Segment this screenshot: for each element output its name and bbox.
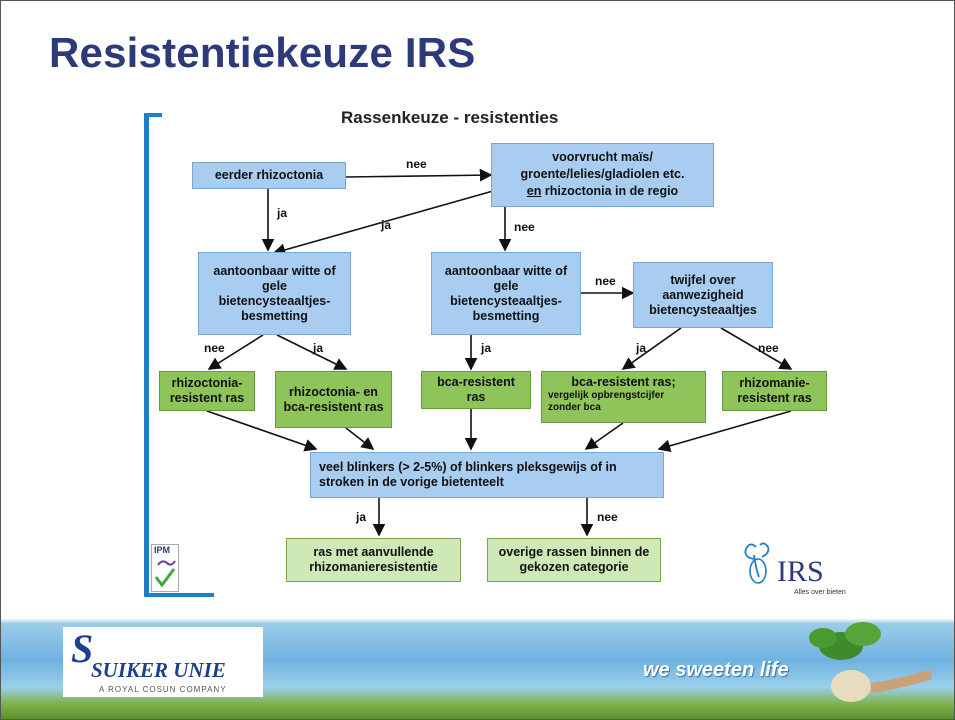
node-bca-resistent-vergelijk: bca-resistent ras; vergelijk opbrengstci…: [541, 371, 706, 423]
label-ja-left2: ja: [313, 341, 324, 355]
node-overige-rassen: overige rassen binnen de gekozen categor…: [487, 538, 661, 582]
label-nee-twijfel: nee: [595, 274, 616, 288]
edge-rhizres-veel: [206, 410, 318, 452]
label-nee-mid: nee: [514, 220, 535, 234]
node-voorvrucht: voorvrucht maïs/ groente/lelies/gladiole…: [491, 143, 714, 207]
edge-voorvrucht-aant1: [272, 190, 494, 257]
label-ja-bottom: ja: [356, 510, 367, 524]
node-aantoonbaar-left: aantoonbaar witte of gele bietencysteaal…: [198, 252, 351, 335]
edge-twijfel-rhizomanie: [720, 327, 793, 370]
bca-res2-line1: bca-resistent ras;: [571, 375, 676, 389]
accent-bar-top: [144, 113, 162, 117]
voorvrucht-line2: groente/lelies/gladiolen etc.: [520, 167, 685, 181]
accent-bar: [144, 113, 149, 597]
node-twijfel: twijfel over aanwezigheid bietencysteaal…: [633, 262, 773, 328]
suiker-unie-s-icon: S: [71, 626, 94, 671]
sugar-beet-icon: [809, 622, 933, 702]
voorvrucht-line3: en rhizoctonia in de regio: [526, 184, 679, 198]
label-ja-right: ja: [636, 341, 647, 355]
company-subtitle: A ROYAL COSUN COMPANY: [99, 685, 227, 694]
edge-twijfel-bcares2: [621, 327, 682, 370]
edge-rhizbca-veel: [345, 427, 375, 450]
irs-tagline: Alles over bieten: [794, 589, 846, 596]
irs-logo-text: IRS: [777, 555, 824, 588]
tagline: we sweeten life: [643, 659, 789, 681]
node-veel-blinkers: veel blinkers (> 2-5%) of blinkers pleks…: [310, 452, 664, 498]
edge-aant1-rhizres: [207, 334, 264, 370]
voorvrucht-line1: voorvrucht maïs/: [552, 150, 653, 164]
suiker-unie-logo: [63, 627, 263, 697]
node-rhizoctonia-bca-resistent: rhizoctonia- en bca-resistent ras: [275, 371, 392, 428]
node-eerder-rhizoctonia: eerder rhizoctonia: [192, 162, 346, 189]
irs-logo-icon: [744, 542, 770, 584]
label-nee-left: nee: [204, 341, 225, 355]
node-rhizoctonia-resistent: rhizoctonia-resistent ras: [159, 371, 255, 411]
ipm-checkmark-icon: [154, 560, 176, 588]
node-ras-aanvullende: ras met aanvullende rhizomanieresistenti…: [286, 538, 461, 582]
label-nee-bottom: nee: [597, 510, 618, 524]
slide-title: Resistentiekeuze IRS: [49, 29, 476, 76]
label-ja-diag: ja: [381, 218, 392, 232]
diagram-title: Rassenkeuze - resistenties: [341, 108, 559, 127]
node-rhizomanie-resistent: rhizomanie-resistent ras: [722, 371, 827, 411]
ipm-logo: IPM: [151, 544, 179, 592]
node-aantoonbaar-mid: aantoonbaar witte of gele bietencysteaal…: [431, 252, 581, 335]
label-ja-left: ja: [277, 206, 288, 220]
label-ja-mid: ja: [481, 341, 492, 355]
edge-eerder-voorvrucht: [345, 168, 493, 182]
accent-bar-bottom: [144, 593, 214, 597]
node-bca-resistent: bca-resistent ras: [421, 371, 531, 409]
edge-bcares2-veel: [584, 422, 624, 450]
company-name: SUIKER UNIE: [91, 658, 226, 682]
label-nee-right: nee: [758, 341, 779, 355]
label-nee-top: nee: [406, 157, 427, 171]
edge-aant1-rhizbca: [276, 334, 348, 370]
edge-rhizomanie-veel: [657, 410, 792, 453]
bca-res2-line2: vergelijk opbrengstcijfer zonder bca: [548, 390, 665, 413]
